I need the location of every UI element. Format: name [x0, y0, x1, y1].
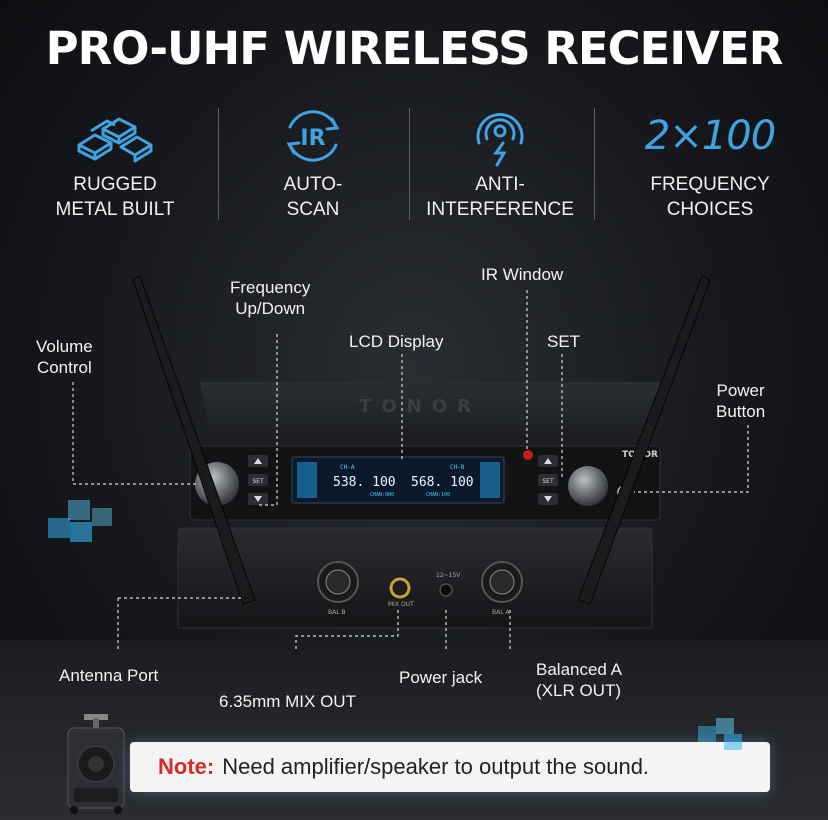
lcd-chan-b: CHAN:100 [426, 492, 450, 498]
lcd-freq-a: 538. 100 [333, 475, 396, 490]
feature-autoscan: IR AUTO- SCAN [223, 100, 403, 222]
callout-set: SET [547, 332, 581, 351]
volume-knob-right[interactable] [568, 466, 608, 506]
label-bal-a: BAL A [492, 609, 510, 616]
callout-antenna-port: Antenna Port [59, 666, 159, 685]
feature-label-line1: FREQUENCY [650, 174, 770, 195]
speaker-image [67, 714, 125, 814]
mix-out-jack [389, 577, 411, 599]
set-button-left: SET [252, 478, 264, 485]
cube-decoration-left [48, 500, 112, 542]
receiver-back-panel [177, 527, 653, 629]
anti-interference-icon [410, 100, 590, 172]
feature-frequency-choices: 2×100 FREQUENCY CHOICES [620, 100, 800, 222]
callout-volume-control: Volume Control [36, 337, 93, 377]
callout-power-button: Power Button [716, 381, 766, 421]
label-dc: 12~15V [436, 572, 461, 579]
frequency-count: 2×100 [644, 113, 776, 159]
divider [409, 108, 410, 220]
callout-lcd-display: LCD Display [349, 332, 444, 351]
label-bal-b: BAL B [328, 609, 346, 616]
cube-decoration-right [698, 718, 742, 750]
feature-label-line2: INTERFERENCE [426, 199, 574, 220]
antenna-right [577, 275, 711, 605]
frequency-buttons[interactable]: SET [248, 455, 268, 505]
svg-text:IR: IR [300, 126, 325, 151]
note-text: Need amplifier/speaker to output the sou… [222, 754, 650, 779]
page-title: PRO-UHF WIRELESS RECEIVER [45, 22, 784, 75]
set-buttons-right[interactable]: SET [538, 455, 558, 505]
lcd-freq-b: 568. 100 [411, 475, 474, 490]
feature-label-line1: AUTO- [283, 174, 343, 195]
feature-label-line2: SCAN [286, 199, 340, 220]
callout-ir-window: IR Window [481, 265, 564, 284]
callout-balanced-a: Balanced A (XLR OUT) [536, 660, 623, 700]
feature-row: RUGGED METAL BUILT IR AUTO- SCAN [0, 100, 828, 230]
feature-label-line2: METAL BUILT [55, 199, 175, 220]
divider [594, 108, 595, 220]
set-button-right: SET [542, 478, 554, 485]
feature-label-line2: CHOICES [666, 199, 754, 220]
feature-label-line1: RUGGED [73, 174, 157, 195]
label-mix-out: MIX OUT [388, 601, 414, 608]
note-banner: Note: Need amplifier/speaker to output t… [130, 742, 770, 792]
feature-metal: RUGGED METAL BUILT [25, 100, 205, 222]
callout-mix-out: 6.35mm MIX OUT [219, 692, 356, 711]
callout-frequency: Frequency Up/Down [230, 278, 311, 318]
callout-power-jack: Power jack [399, 668, 483, 687]
lcd-ch-a: CH-A [340, 464, 355, 471]
receiver-illustration: TONOR TONOR SET CH-A CH-B 538. 100 568. … [48, 275, 749, 650]
divider [218, 108, 219, 220]
metal-bars-icon [25, 100, 205, 172]
ir-window [523, 450, 533, 460]
lcd-display [291, 456, 505, 504]
ir-autoscan-icon: IR [223, 100, 403, 172]
brand-emboss: TONOR [359, 396, 481, 417]
lcd-ch-b: CH-B [450, 464, 465, 471]
receiver-top-panel [200, 382, 660, 448]
note-label: Note: [158, 754, 215, 779]
lcd-chan-a: CHAN:000 [370, 492, 394, 498]
feature-label-line1: ANTI- [475, 174, 525, 195]
power-jack-port [439, 583, 453, 597]
antenna-left [132, 275, 256, 605]
feature-anti-interference: ANTI- INTERFERENCE [410, 100, 590, 222]
